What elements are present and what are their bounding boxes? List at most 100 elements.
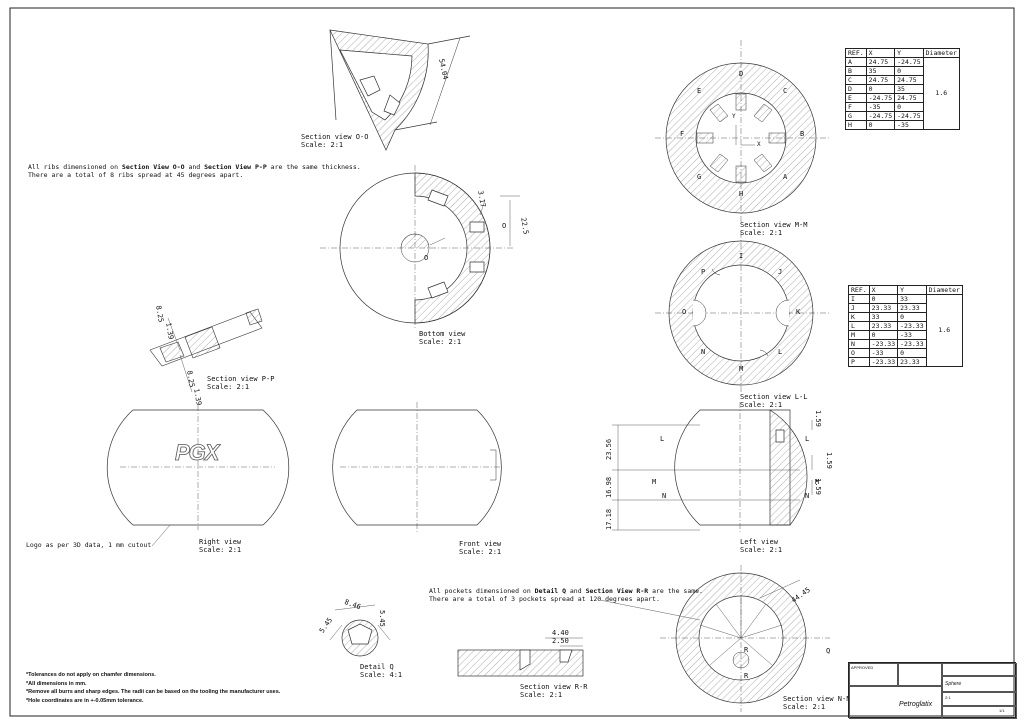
table-cell: 24.75 (865, 75, 896, 85)
table-header: Diameter (922, 48, 960, 58)
dim-q-3: 5.45 (378, 610, 386, 627)
table-header: X (865, 48, 896, 58)
marker-r-1: R (744, 646, 749, 654)
table-cell: -35 (894, 120, 924, 130)
right-view-scale: Scale: 2:1 (199, 546, 242, 554)
table-cell: 24.75 (894, 93, 924, 103)
marker-r-2: R (744, 672, 749, 680)
table-cell: 0 (865, 84, 896, 94)
section-ll-scale: Scale: 2:1 (740, 401, 783, 409)
note-line: *Hole coordinates are in +-0.05mm tolera… (26, 697, 144, 704)
section-oo-scale: Scale: 2:1 (301, 141, 344, 149)
section-rr-title: Section view R-R (520, 683, 588, 691)
table-cell: A (845, 57, 867, 67)
table-cell: O (848, 348, 870, 358)
table-cell: 23.33 (868, 303, 899, 313)
front-view-drawing (332, 402, 502, 533)
mm-letter-h: H (739, 190, 744, 198)
table-cell: -24.75 (894, 57, 924, 67)
table-cell: -23.33 (897, 321, 927, 331)
right-view-drawing (106, 405, 290, 530)
table-cell: K (848, 312, 870, 322)
table-cell: 0 (894, 102, 924, 112)
table-cell: 0 (897, 348, 927, 358)
section-oo-drawing (329, 29, 471, 151)
mm-letter-a: A (783, 173, 788, 181)
note-line: *Tolerances do not apply on chamfer dime… (26, 672, 156, 678)
table-cell: 35 (894, 84, 924, 94)
table-header-row: REF. X Y Diameter (848, 285, 963, 295)
table-cell: -33 (897, 330, 927, 340)
section-mm-title: Section view M-M (740, 221, 808, 229)
detail-q-scale: Scale: 4:1 (360, 671, 403, 679)
logo-leader-line (151, 524, 171, 547)
table-cell: 23.33 (897, 303, 927, 313)
ll-letter-l: L (778, 348, 783, 356)
marker-n-2: N (805, 492, 810, 500)
table-cell: -24.75 (894, 111, 924, 121)
ll-letter-j: J (778, 268, 783, 276)
table-cell: L (848, 321, 870, 331)
table-cell: 0 (868, 330, 899, 340)
table-header: Y (894, 48, 924, 58)
table-cell: -24.75 (865, 111, 896, 121)
scale-value: 2:1 (945, 695, 951, 700)
general-notes: *Tolerances do not apply on chamfer dime… (26, 671, 280, 705)
table-header-row: REF. X Y Diameter (845, 48, 960, 58)
table-cell: -24.75 (865, 93, 896, 103)
section-mm-scale: Scale: 2:1 (740, 229, 783, 237)
left-view-drawing (612, 402, 813, 533)
marker-o-2: O (424, 254, 429, 262)
section-rr-drawing (457, 637, 584, 677)
section-pp-title: Section view P-P (207, 375, 275, 383)
table-cell: -33 (868, 348, 899, 358)
table-cell: P (848, 357, 870, 367)
ribs-note-line2: There are a total of 8 ribs spread at 45… (28, 171, 244, 179)
table-cell: 0 (897, 312, 927, 322)
marker-m-2: M (815, 478, 820, 486)
pgx-logo: PGX (175, 440, 220, 466)
table-cell: 0 (868, 294, 899, 304)
ll-letter-o: O (682, 308, 687, 316)
marker-l-1: L (660, 435, 665, 443)
pockets-note-line2: There are a total of 3 pockets spread at… (429, 595, 660, 603)
ll-letter-i: I (739, 252, 744, 260)
ll-letter-p: P (701, 268, 706, 276)
table-cell: 33 (868, 312, 899, 322)
table-cell: D (845, 84, 867, 94)
title-block-cell (849, 685, 943, 719)
dim-left-2: 16.98 (605, 476, 613, 498)
table-cell: -23.33 (897, 339, 927, 349)
mm-letter-g: G (697, 173, 702, 181)
mm-letter-e: E (697, 87, 702, 95)
table-cell: M (848, 330, 870, 340)
bottom-view-scale: Scale: 2:1 (419, 338, 462, 346)
diameter-cell: 1.6 (925, 294, 963, 367)
left-view-scale: Scale: 2:1 (740, 546, 783, 554)
table-cell: 23.33 (868, 321, 899, 331)
title-block-cell (941, 691, 1017, 707)
detail-q-drawing (329, 604, 391, 657)
table-cell: C (845, 75, 867, 85)
table-header: Diameter (925, 285, 963, 295)
dim-left-4: 1.59 (814, 410, 822, 427)
ribs-note: All ribs dimensioned on Section View O-O… (28, 163, 361, 171)
part-name: Sphere (945, 681, 962, 687)
marker-o-1: O (502, 222, 507, 230)
dim-left-3: 17.18 (605, 508, 613, 530)
mm-letter-d: D (739, 70, 744, 78)
table-cell: -23.33 (868, 339, 899, 349)
table-cell: 35 (865, 66, 896, 76)
section-ll-drawing (655, 232, 830, 392)
right-view-title: Right view (199, 538, 242, 546)
table-cell: I (848, 294, 870, 304)
title-block-cell (941, 675, 1017, 693)
table-cell: 0 (894, 66, 924, 76)
table-cell: G (845, 111, 867, 121)
